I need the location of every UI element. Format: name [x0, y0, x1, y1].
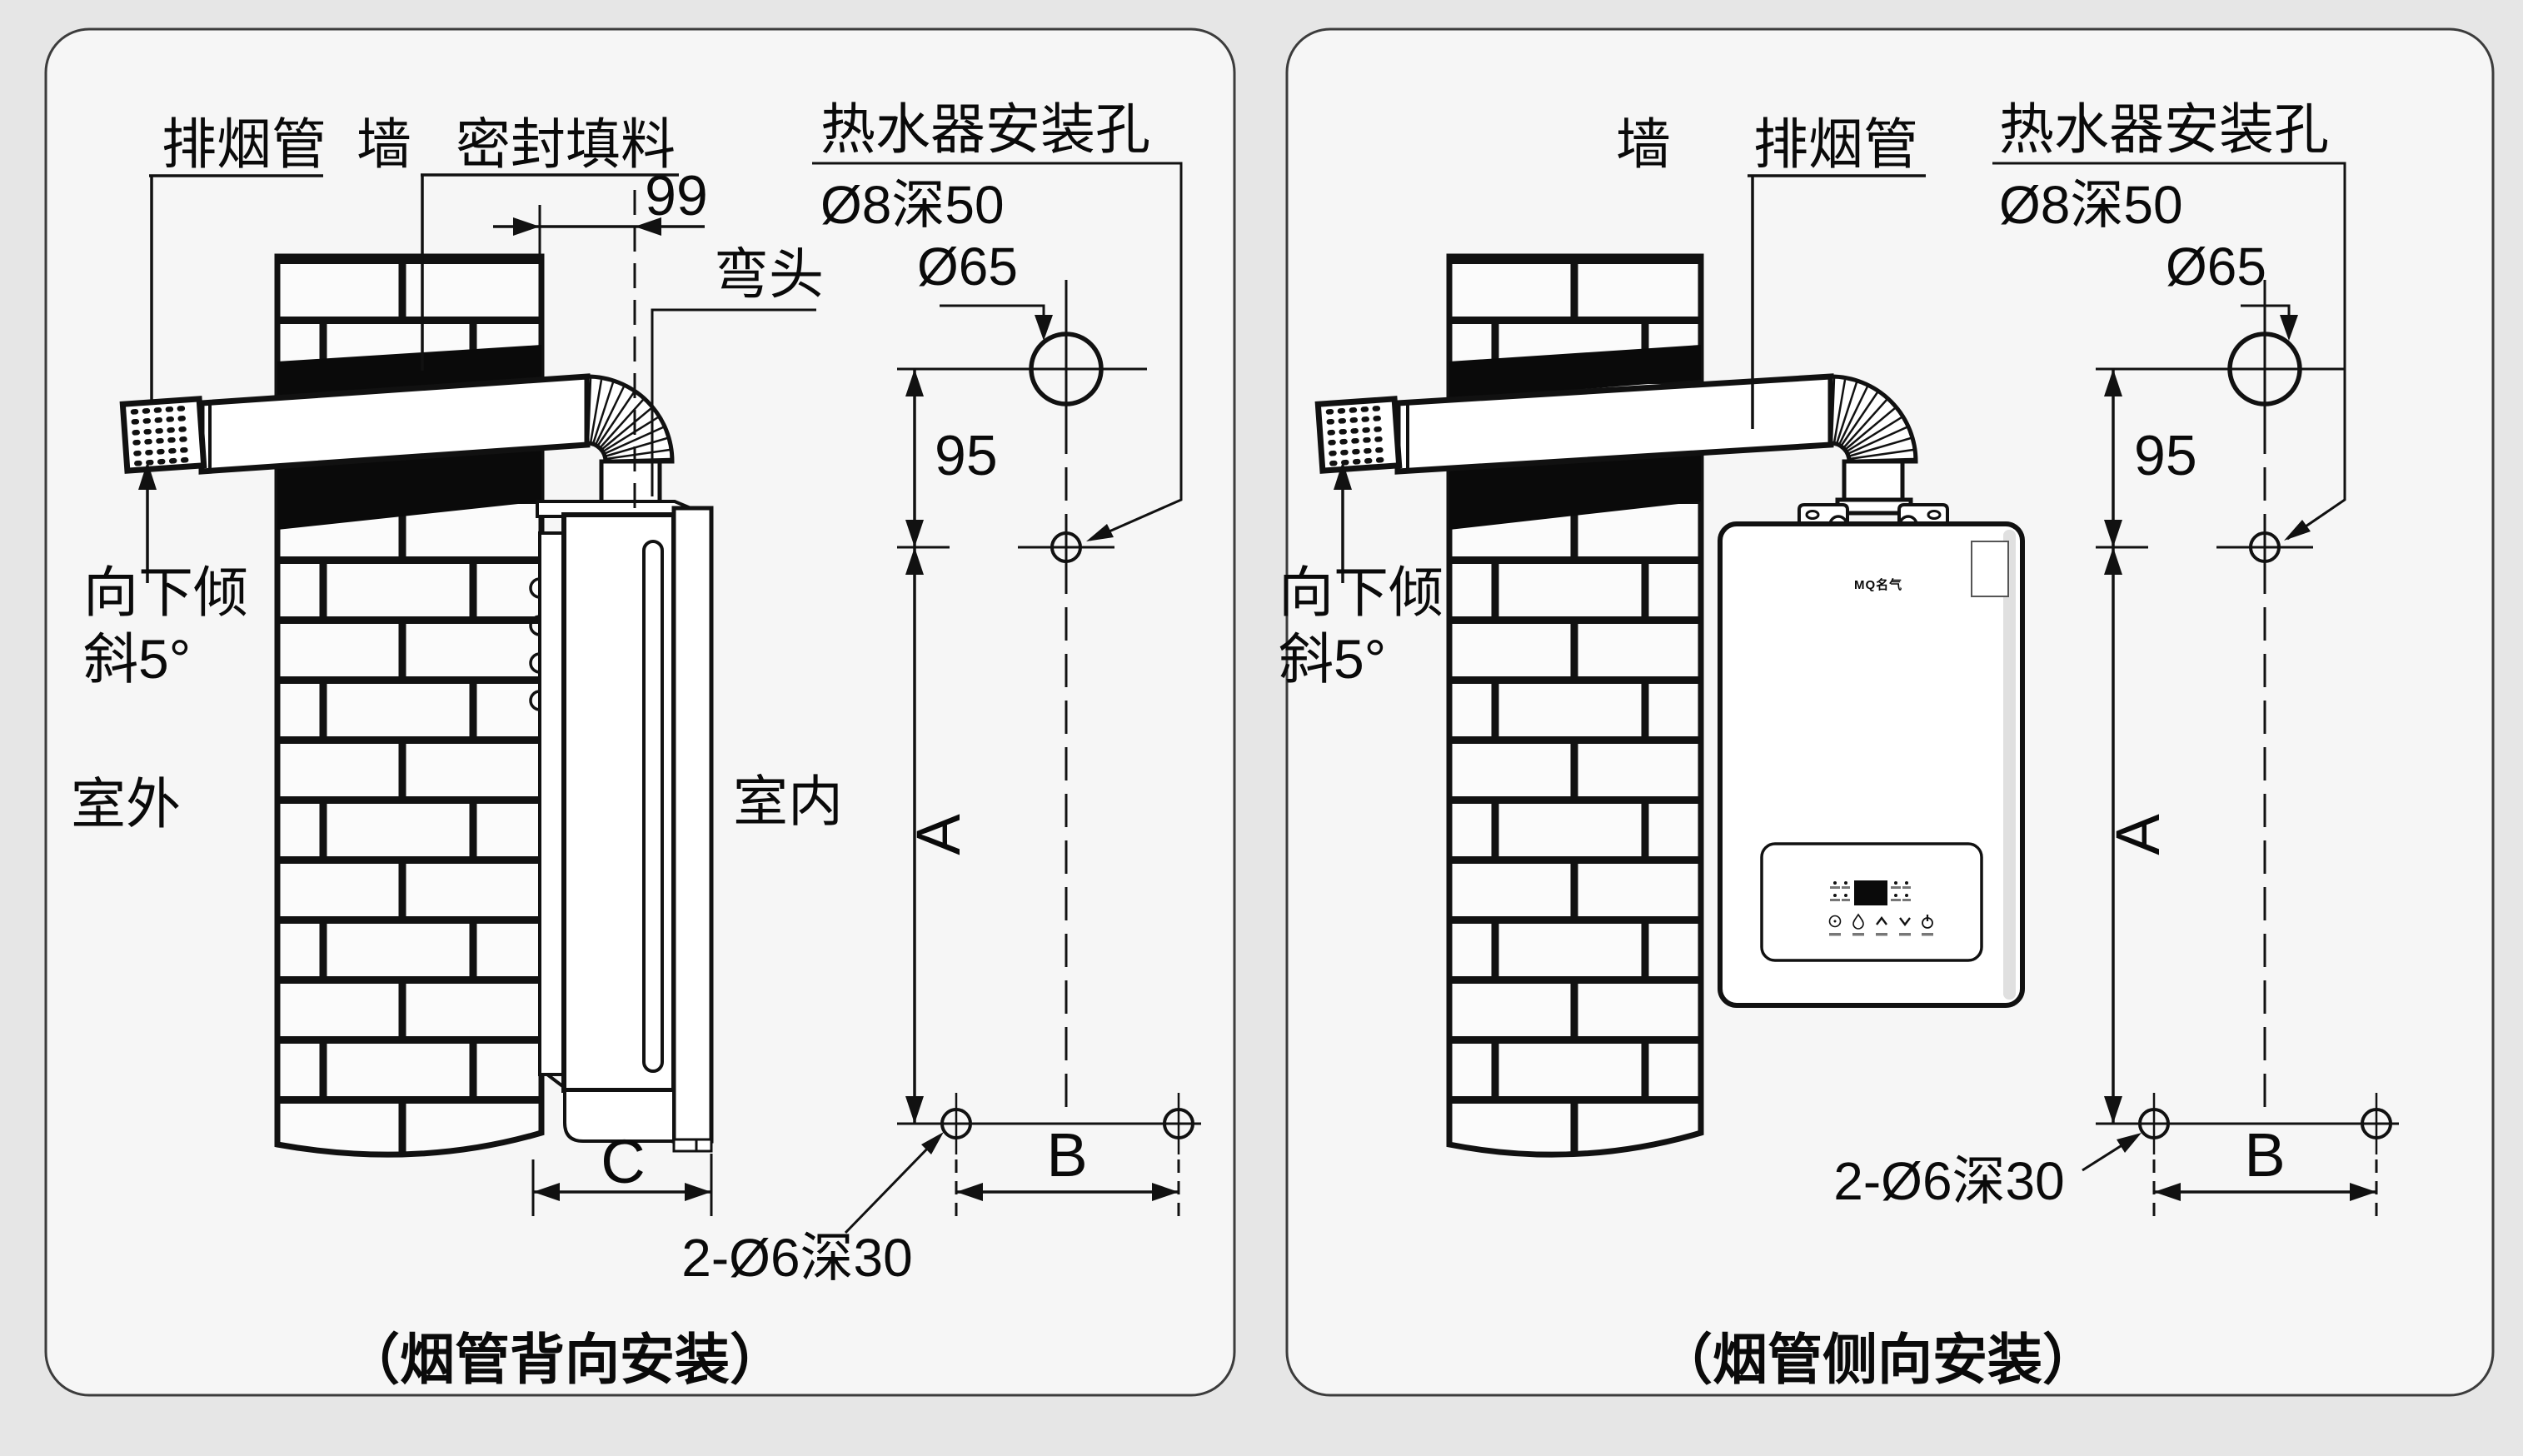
dim-A-value: A: [2103, 814, 2172, 855]
elbow-corrugations: [1830, 377, 1915, 462]
left-caption: （烟管背向安装）: [345, 1329, 785, 1390]
dim-95-value: 95: [2134, 424, 2197, 487]
flue-hole-dia-label: Ø65: [917, 237, 1018, 297]
wall-label: 墙: [1616, 113, 1671, 175]
tilt-text-2: 斜5°: [83, 628, 191, 690]
tilt-arrow: [138, 461, 157, 490]
right-top-labels: 墙 排烟管: [1616, 113, 1926, 429]
dim-B-value: B: [2244, 1120, 2285, 1189]
wall-mount-rail: [538, 531, 566, 1076]
rail-hooks: [529, 577, 541, 711]
water-heater-front-view: MQ名气: [1718, 503, 2025, 1008]
tilt-annotation-left: 向下倾 斜5°: [83, 461, 248, 690]
sealant-band-upper: [277, 345, 541, 400]
tilt-text-2: 斜5°: [1279, 628, 1386, 690]
water-drop-icon: [1852, 913, 1864, 930]
button-row: [1828, 913, 1933, 930]
sealant-band-upper: [1449, 345, 1701, 400]
tilt-text-1: 向下倾: [1279, 561, 1443, 623]
dim-A-value: A: [904, 814, 973, 855]
dim-B-value: B: [1046, 1120, 1087, 1189]
sealant-label: 密封填料: [456, 113, 676, 175]
tilt-text-1: 向下倾: [83, 561, 248, 623]
dim-C: C: [531, 1127, 713, 1216]
flue-hole-dia-label: Ø65: [2166, 237, 2266, 297]
indicator-micro-labels: [1830, 886, 1911, 901]
back-install-figure: 99 排烟管 墙 密封填料 弯头 向下倾 斜5° 室外 室内 热水器安装孔 Ø8…: [44, 27, 1236, 1397]
sealant-leader: [421, 173, 679, 371]
flue-pipe-leader: [1748, 174, 1926, 429]
mount-holes-leader: [1992, 162, 2346, 541]
up-arrow-icon: [1876, 916, 1887, 925]
mount-bracket-left: [1798, 503, 1849, 526]
outdoor-label: 室外: [71, 773, 181, 835]
display-screen: [1854, 880, 1887, 905]
bend-label: 弯头: [714, 243, 824, 305]
indoor-label: 室内: [733, 770, 843, 832]
side-install-figure: MQ名气: [1279, 27, 2495, 1397]
lower-holes-spec: 2-Ø6深30: [681, 1228, 912, 1288]
vent-perforations: [130, 405, 198, 466]
flue-pipe-label: 排烟管: [1753, 113, 1918, 175]
heater-bottom-tray: [563, 1089, 676, 1143]
wall-label: 墙: [357, 113, 411, 175]
mode-icon: [1828, 915, 1842, 928]
flue-pipe-label: 排烟管: [162, 113, 327, 175]
elbow-stub: [1842, 459, 1905, 504]
mount-bracket-right: [1897, 503, 1949, 526]
mount-holes-title: 热水器安装孔: [820, 98, 1150, 160]
bend-leader: [651, 308, 816, 496]
elbow-bend: [1828, 374, 1918, 516]
tilt-arrow: [1334, 461, 1352, 490]
dim-99: 99: [493, 164, 708, 508]
control-panel: [1760, 842, 1983, 962]
vent-cap: [1314, 396, 1403, 474]
mount-holes-leader: [812, 162, 1183, 541]
dim-C-value: C: [601, 1127, 645, 1196]
lower-holes-spec: 2-Ø6深30: [1833, 1151, 2064, 1211]
vent-cap: [119, 396, 207, 474]
vent-perforations: [1325, 405, 1394, 466]
water-heater-side-view: [529, 500, 714, 1153]
rating-label-window: [1971, 541, 2009, 597]
down-arrow-icon: [1899, 917, 1911, 926]
sealant-band-lower: [1449, 448, 1701, 530]
heater-front-slab: [671, 506, 714, 1144]
mount-hole-spec: Ø8深50: [820, 175, 1005, 235]
button-micro-labels: [1829, 933, 1933, 936]
flue-pipe-leader: [149, 174, 323, 403]
rail-foot: [546, 1073, 566, 1090]
sealant-band-lower: [277, 448, 541, 530]
status-indicator-dots: [1833, 881, 1908, 897]
dim-95-value: 95: [935, 424, 998, 487]
left-top-labels: 排烟管 墙 密封填料 弯头: [149, 113, 824, 496]
mount-hole-spec: Ø8深50: [1999, 175, 2183, 235]
tilt-annotation-right: 向下倾 斜5°: [1279, 461, 1443, 690]
heater-bottom-tabs: [672, 1138, 713, 1153]
brand-logo: MQ名气: [1854, 577, 1902, 592]
mount-holes-title: 热水器安装孔: [1999, 98, 2329, 160]
heater-side-slot: [642, 540, 664, 1073]
right-hole-layout: 热水器安装孔 Ø8深50 Ø65 95 A: [1833, 98, 2399, 1220]
right-caption: （烟管侧向安装）: [1658, 1329, 2097, 1390]
left-hole-layout: 热水器安装孔 Ø8深50 Ø65 95 A: [681, 98, 1201, 1288]
body-edge-shading: [2003, 530, 2016, 1000]
